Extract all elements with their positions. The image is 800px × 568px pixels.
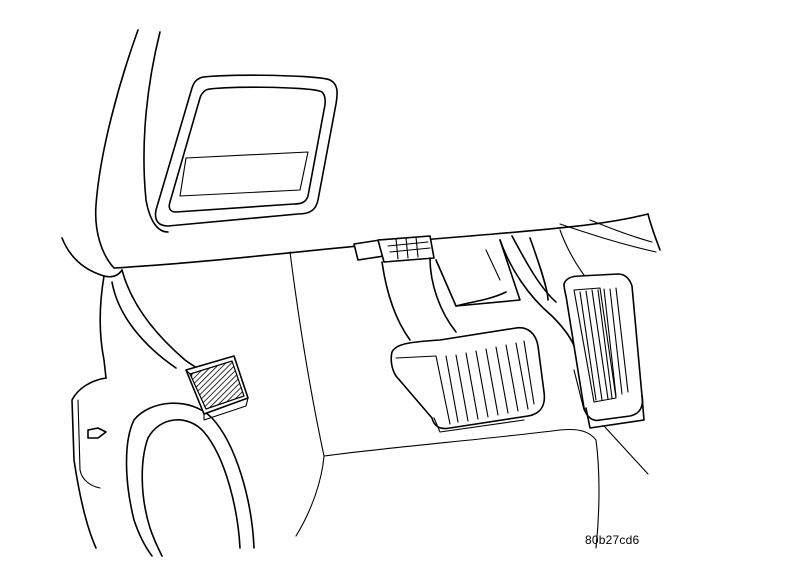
brake-pedal [390, 326, 546, 433]
leader-line [603, 425, 649, 475]
brake-lamp-switch [353, 235, 435, 263]
dash-shell [61, 29, 169, 278]
knee-bolster [113, 213, 661, 269]
wheel-well [125, 402, 255, 557]
figure-code: 80b27cd6 [585, 533, 640, 547]
latch-icon [77, 399, 107, 489]
glove-box-recess [154, 74, 338, 227]
kick-panel [71, 251, 600, 549]
brake-pedal-arm [381, 239, 521, 341]
parking-brake-pedal [185, 355, 249, 421]
accelerator-pedal [563, 273, 645, 429]
